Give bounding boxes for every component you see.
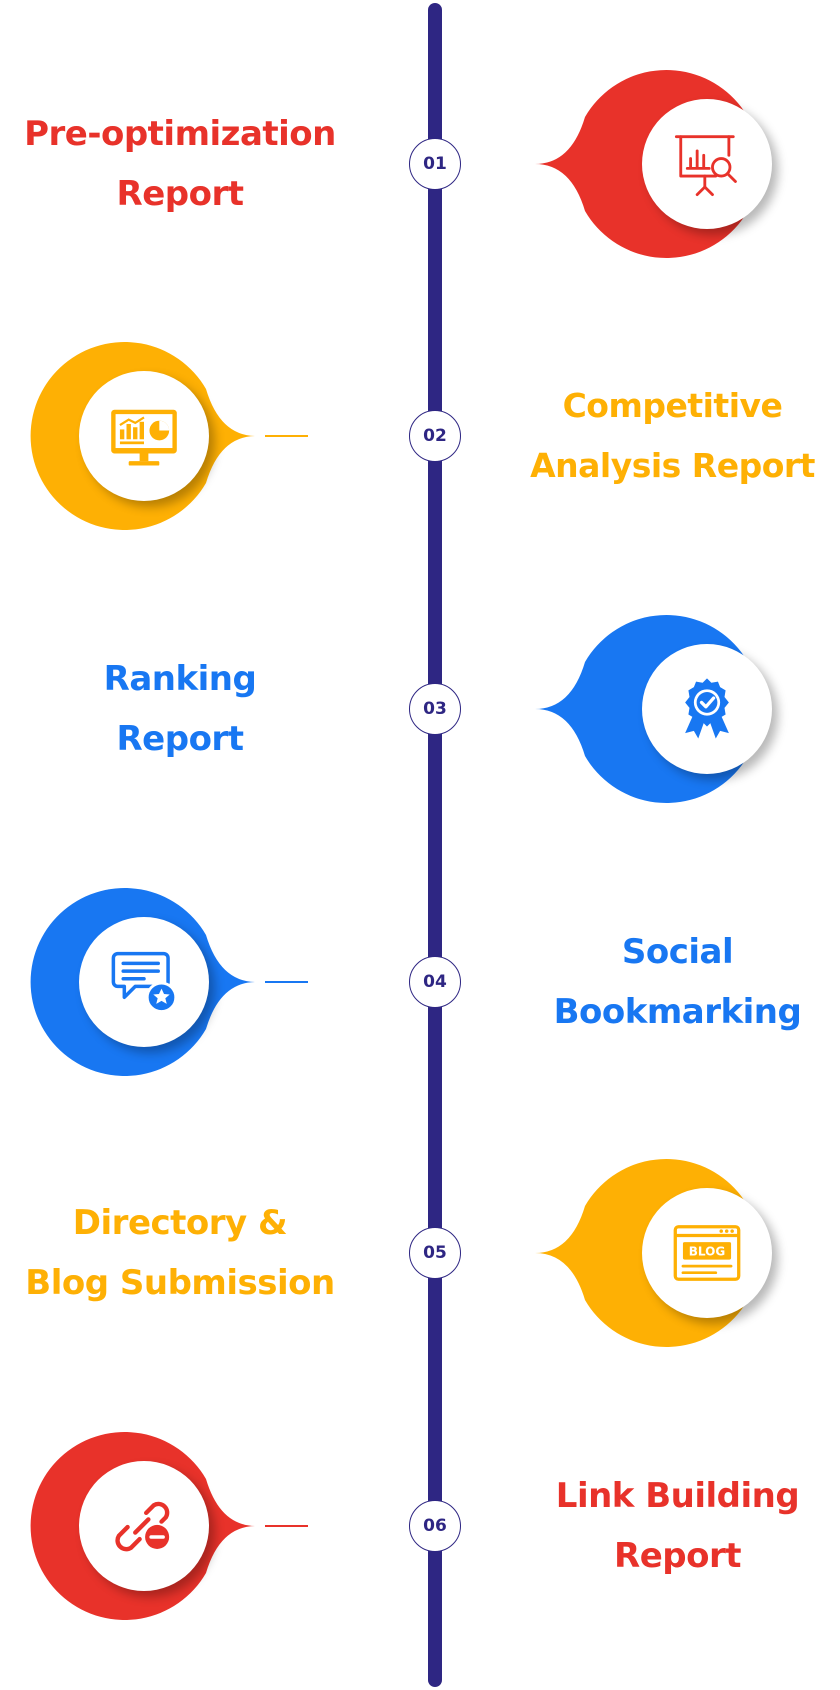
step-6-title: Link Building Report [555,1476,800,1576]
step-3-number: 03 [409,683,461,735]
chat-star-icon [79,917,209,1047]
step-4-title: Social Bookmarking [553,932,802,1032]
step-1-badge [535,64,772,264]
step-4-badge [30,882,257,1082]
step-2-badge [30,336,257,536]
step-2-number: 02 [409,410,461,462]
step-5-badge: BLOG [535,1153,772,1353]
blog-browser-icon: BLOG [642,1188,772,1318]
step-1-title: Pre-optimization Report [24,114,336,214]
step-3-title: Ranking Report [103,659,257,759]
monitor-analytics-icon [79,371,209,501]
broken-link-icon [79,1461,209,1591]
step-6-connector [265,1525,308,1527]
step-2-title: Competitive Analysis Report [530,386,815,485]
step-1-number: 01 [409,138,461,190]
presentation-chart-search-icon [642,99,772,229]
timeline-spine [428,3,442,1687]
step-6-number: 06 [409,1500,461,1552]
step-6-badge [30,1426,257,1626]
step-5-title: Directory & Blog Submission [25,1203,335,1303]
step-5-number: 05 [409,1227,461,1279]
step-2-connector [265,435,308,437]
step-4-number: 04 [409,956,461,1008]
step-4-connector [265,981,308,983]
step-3-badge [535,609,772,809]
award-badge-icon [642,644,772,774]
svg-text:BLOG: BLOG [689,1245,725,1259]
